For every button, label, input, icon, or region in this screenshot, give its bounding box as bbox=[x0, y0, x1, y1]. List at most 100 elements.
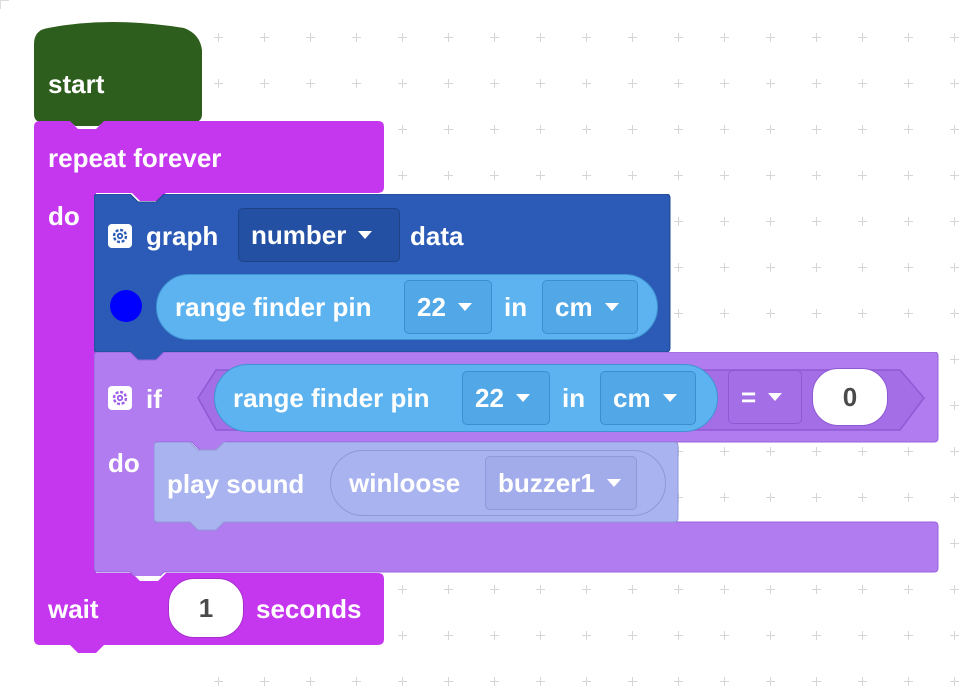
grid-dot bbox=[766, 171, 775, 180]
grid-dot bbox=[674, 631, 683, 640]
grid-dot bbox=[352, 33, 361, 42]
grid-dot bbox=[950, 401, 959, 410]
start-block[interactable]: start bbox=[34, 22, 204, 126]
grid-dot bbox=[904, 33, 913, 42]
chevron-down-icon bbox=[604, 303, 619, 311]
grid-dot bbox=[398, 631, 407, 640]
sound-selector-block[interactable]: winloose buzzer1 bbox=[330, 450, 666, 516]
if-settings-gear-icon[interactable] bbox=[108, 386, 132, 410]
grid-dot bbox=[674, 585, 683, 594]
grid-dot bbox=[812, 33, 821, 42]
grid-dot bbox=[628, 631, 637, 640]
grid-dot bbox=[812, 493, 821, 502]
grid-dot bbox=[766, 447, 775, 456]
grid-dot bbox=[858, 309, 867, 318]
range-finder-label: range finder pin bbox=[233, 383, 430, 413]
grid-dot bbox=[490, 79, 499, 88]
grid-dot bbox=[490, 171, 499, 180]
grid-dot bbox=[536, 631, 545, 640]
grid-dot bbox=[720, 309, 729, 318]
range-finder-label: range finder pin bbox=[175, 292, 372, 322]
grid-dot bbox=[444, 631, 453, 640]
compare-value-input[interactable]: 0 bbox=[812, 368, 888, 426]
graph-data-label: data bbox=[410, 221, 464, 251]
grid-dot bbox=[950, 493, 959, 502]
grid-dot bbox=[490, 33, 499, 42]
if-unit-dropdown[interactable]: cm bbox=[600, 371, 696, 425]
grid-dot bbox=[858, 631, 867, 640]
grid-dot bbox=[766, 493, 775, 502]
grid-dot bbox=[720, 447, 729, 456]
graph-unit-dropdown[interactable]: cm bbox=[542, 280, 638, 334]
grid-dot bbox=[950, 309, 959, 318]
if-block[interactable]: if range finder pin 22 in cm = 0 do bbox=[94, 352, 942, 576]
chevron-down-icon bbox=[768, 393, 783, 401]
grid-dot bbox=[766, 79, 775, 88]
wait-value-input[interactable]: 1 bbox=[168, 578, 244, 638]
graph-range-finder-block[interactable]: range finder pin 22 in cm bbox=[156, 274, 658, 340]
grid-dot bbox=[812, 217, 821, 226]
grid-dot bbox=[950, 585, 959, 594]
if-do-label: do bbox=[108, 448, 140, 478]
grid-dot bbox=[812, 631, 821, 640]
grid-dot bbox=[858, 217, 867, 226]
repeat-forever-block[interactable]: repeat forever do bbox=[34, 121, 386, 661]
play-sound-block[interactable]: play sound winloose buzzer1 bbox=[154, 442, 680, 536]
grid-dot bbox=[950, 33, 959, 42]
grid-dot bbox=[490, 631, 499, 640]
grid-dot bbox=[260, 33, 269, 42]
grid-dot bbox=[582, 125, 591, 134]
grid-dot bbox=[444, 79, 453, 88]
comparison-operator-dropdown[interactable]: = bbox=[728, 370, 802, 424]
grid-dot bbox=[214, 33, 223, 42]
series-color-dot[interactable] bbox=[110, 290, 142, 322]
grid-dot bbox=[904, 263, 913, 272]
grid-dot bbox=[766, 217, 775, 226]
grid-dot bbox=[628, 585, 637, 594]
grid-dot bbox=[628, 171, 637, 180]
grid-dot bbox=[812, 171, 821, 180]
chevron-down-icon bbox=[662, 394, 677, 402]
grid-dot bbox=[858, 493, 867, 502]
if-range-finder-block[interactable]: range finder pin 22 in cm bbox=[214, 364, 718, 432]
grid-dot bbox=[536, 125, 545, 134]
grid-dot bbox=[582, 585, 591, 594]
grid-dot bbox=[950, 539, 959, 548]
grid-dot bbox=[582, 79, 591, 88]
graph-type-dropdown[interactable]: number bbox=[238, 208, 400, 262]
graph-settings-gear-icon[interactable] bbox=[108, 224, 132, 248]
graph-pin-dropdown[interactable]: 22 bbox=[404, 280, 492, 334]
graph-block[interactable]: graph number data range finder pin 22 in… bbox=[94, 194, 672, 364]
grid-dot bbox=[812, 263, 821, 272]
grid-dot bbox=[904, 493, 913, 502]
grid-dot bbox=[582, 33, 591, 42]
if-label: if bbox=[146, 384, 162, 414]
grid-dot bbox=[444, 33, 453, 42]
graph-type-value: number bbox=[251, 220, 347, 250]
chevron-down-icon bbox=[515, 394, 530, 402]
grid-dot bbox=[444, 171, 453, 180]
grid-dot bbox=[904, 309, 913, 318]
grid-dot bbox=[950, 171, 959, 180]
grid-dot bbox=[720, 493, 729, 502]
grid-dot bbox=[720, 33, 729, 42]
grid-dot bbox=[398, 79, 407, 88]
grid-dot bbox=[904, 79, 913, 88]
grid-dot bbox=[858, 125, 867, 134]
grid-dot bbox=[674, 125, 683, 134]
grid-dot bbox=[812, 79, 821, 88]
grid-dot bbox=[950, 263, 959, 272]
start-label: start bbox=[48, 69, 105, 99]
grid-dot bbox=[766, 631, 775, 640]
in-label: in bbox=[562, 383, 586, 413]
grid-dot bbox=[536, 585, 545, 594]
if-pin-dropdown[interactable]: 22 bbox=[462, 371, 550, 425]
grid-dot bbox=[720, 585, 729, 594]
grid-dot bbox=[950, 125, 959, 134]
grid-dot bbox=[950, 631, 959, 640]
grid-dot bbox=[628, 33, 637, 42]
if-pin-value: 22 bbox=[475, 383, 504, 413]
wait-label: wait bbox=[48, 594, 99, 624]
operator-value: = bbox=[741, 382, 757, 412]
buzzer-device-dropdown[interactable]: buzzer1 bbox=[485, 456, 637, 510]
